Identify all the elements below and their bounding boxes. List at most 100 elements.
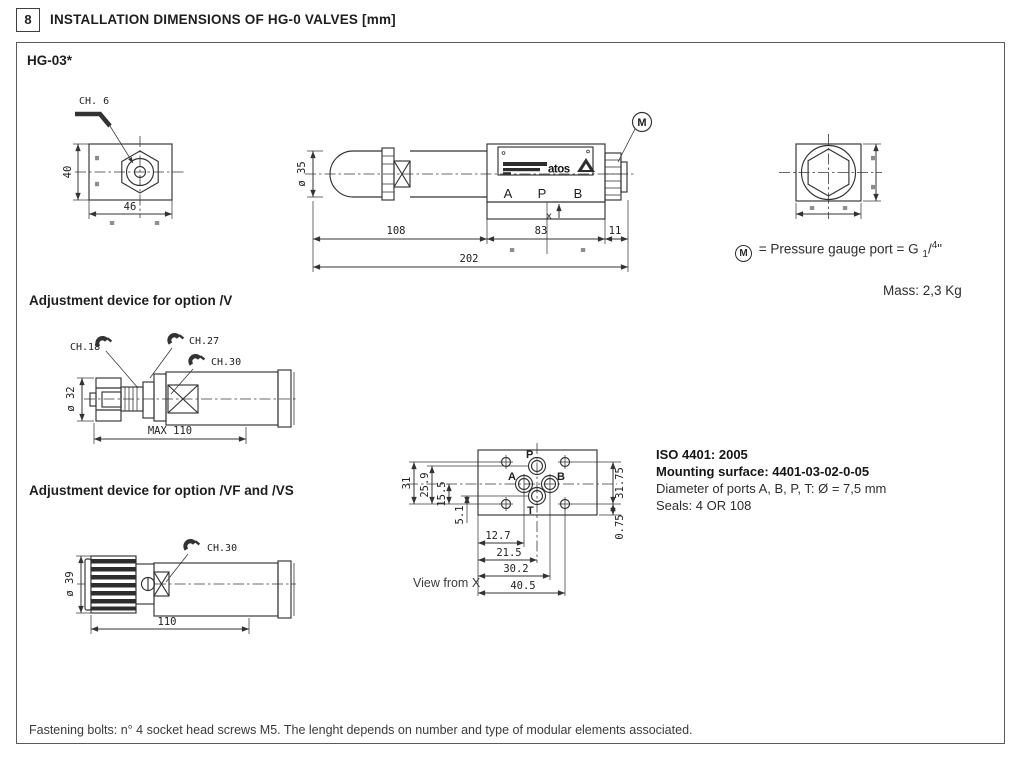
- x-axis-marker: x: [546, 211, 552, 222]
- gauge-port-note: M = Pressure gauge port = G 1/4": [735, 240, 942, 262]
- wrench-callouts: CH.30: [165, 537, 237, 583]
- option-v-dimensions: ø 32 MAX 110: [65, 377, 247, 444]
- mass-note: Mass: 2,3 Kg: [883, 283, 962, 298]
- dim-label-110: 110: [158, 616, 177, 628]
- valve-body-section: [165, 369, 295, 428]
- hex-plug: [121, 150, 159, 194]
- dim-label-dia35: ø 35: [296, 161, 308, 186]
- dim-label-0-75: 0.75: [614, 514, 626, 539]
- gauge-port-cap: [604, 152, 628, 201]
- dim-label-12-7: 12.7: [485, 530, 510, 542]
- wrench-label-ch30: CH.30: [211, 357, 241, 368]
- bottom-dimensions: 12.7 21.5 30.2 40.5: [477, 492, 566, 596]
- port-label-b: B: [574, 186, 583, 201]
- equal-mark: =: [91, 181, 101, 186]
- wrench-label-ch30: CH.30: [207, 543, 237, 554]
- dim-label-dia39: ø 39: [64, 571, 76, 596]
- page-title: INSTALLATION DIMENSIONS OF HG-0 VALVES […: [50, 12, 396, 27]
- side-view-drawing: atos A P B x: [296, 111, 653, 272]
- brand-logo-text: atos: [548, 164, 570, 176]
- dim-label-15-5: 15.5: [436, 481, 448, 506]
- wrench-icon: [94, 334, 113, 349]
- equal-mark: =: [509, 246, 514, 256]
- dim-label-25-9: 25.9: [419, 472, 431, 497]
- port-label-a: A: [504, 186, 513, 201]
- seals-line: Seals: 4 OR 108: [656, 498, 752, 513]
- front-view-dimensions: 40 = = 46 = =: [62, 143, 173, 229]
- dim-label-dia32: ø 32: [65, 386, 77, 411]
- valve-main-body: atos A P B x: [486, 143, 606, 222]
- allen-key-icon: [75, 111, 112, 128]
- bolt-holes: [499, 455, 572, 511]
- equal-mark: =: [154, 219, 159, 229]
- inch-mark: ": [937, 241, 943, 257]
- dim-label-max110: MAX 110: [148, 425, 192, 437]
- port-holes: P A B T: [508, 449, 565, 517]
- model-code-label: HG-03*: [27, 53, 73, 68]
- gauge-note-text: = Pressure gauge port = G: [758, 241, 919, 257]
- iso-spec-block: ISO 4401: 2005 Mounting surface: 4401-03…: [656, 446, 886, 514]
- equal-mark: =: [842, 204, 847, 214]
- section-number-box: 8: [16, 8, 40, 32]
- knurled-knob: [84, 555, 137, 614]
- front-view-drawing: CH. 6 40 = =: [62, 96, 186, 229]
- hex-nut: [807, 148, 850, 197]
- option-vf-dimensions: ø 39 110: [64, 555, 250, 634]
- equal-mark: =: [580, 246, 585, 256]
- dim-label-31: 31: [401, 477, 413, 490]
- dim-label-31-75: 31.75: [614, 467, 626, 499]
- dim-label-5-1: 5.1: [454, 506, 466, 525]
- wrench-icon: [166, 331, 185, 346]
- port-label-p: P: [538, 186, 547, 201]
- dim-label-202: 202: [460, 253, 479, 265]
- option-v-drawing: CH.18 CH.27 CH.30 ø 32 MAX 110: [65, 331, 296, 444]
- option-v-heading: Adjustment device for option /V: [29, 293, 233, 308]
- wrench-callouts: CH.18 CH.27 CH.30: [70, 331, 241, 395]
- dim-label-40: 40: [62, 166, 74, 179]
- iso-standard-line: ISO 4401: 2005: [656, 447, 748, 462]
- equal-mark: =: [867, 184, 877, 189]
- drawing-panel: HG-03* CH. 6 40 = =: [16, 42, 1005, 744]
- mounting-surface-drawing: P A B T 31 25.9 15.5 5.1: [401, 443, 626, 596]
- port-label-b: B: [557, 471, 565, 483]
- allen-key-size-label: CH. 6: [79, 96, 109, 107]
- view-caption: View from X: [413, 576, 481, 590]
- wrench-icon: [187, 352, 206, 367]
- dim-label-46: 46: [124, 201, 137, 213]
- equal-mark: =: [809, 204, 814, 214]
- port-label-p: P: [526, 449, 533, 461]
- fraction-denominator: 4: [931, 240, 938, 251]
- mounting-surface-line: Mounting surface: 4401-03-02-0-05: [656, 464, 870, 479]
- dim-label-83: 83: [535, 225, 548, 237]
- right-dimensions: 31.75 0.75: [571, 461, 626, 540]
- dim-label-21-5: 21.5: [496, 547, 521, 559]
- dim-label-108: 108: [387, 225, 406, 237]
- port-label-a: A: [508, 471, 516, 483]
- valve-front-body: [75, 136, 186, 218]
- fraction-numerator: 1: [922, 249, 928, 261]
- side-view-dimensions: ø 35 108 83 = = 11 202: [296, 150, 629, 272]
- m-circle-symbol: M: [735, 244, 752, 262]
- dim-label-30-2: 30.2: [503, 563, 528, 575]
- wrench-icon: [182, 537, 201, 552]
- flange-dimensions: = = = =: [795, 143, 881, 219]
- port-label-t: T: [527, 505, 534, 517]
- flange-view-drawing: = = = =: [779, 134, 882, 219]
- dim-label-11: 11: [609, 225, 622, 237]
- fastening-bolts-note: Fastening bolts: n° 4 socket head screws…: [29, 723, 693, 737]
- port-diameter-line: Diameter of ports A, B, P, T: Ø = 7,5 mm: [656, 481, 887, 496]
- equal-mark: =: [91, 155, 101, 160]
- valve-body-section: [135, 560, 295, 619]
- dim-label-40-5: 40.5: [510, 580, 535, 592]
- option-vf-drawing: CH.30 ø 39 110: [64, 537, 296, 634]
- gauge-port-callout: M: [617, 111, 653, 163]
- wrench-label-ch18: CH.18: [70, 342, 100, 353]
- adjustment-screw-assembly: [89, 373, 167, 422]
- gauge-marker-m: M: [637, 117, 646, 129]
- spring-cap: [329, 147, 487, 201]
- equal-mark: =: [109, 219, 114, 229]
- wrench-label-ch27: CH.27: [189, 336, 219, 347]
- option-vf-heading: Adjustment device for option /VF and /VS: [29, 483, 294, 498]
- nameplate: atos: [497, 146, 595, 176]
